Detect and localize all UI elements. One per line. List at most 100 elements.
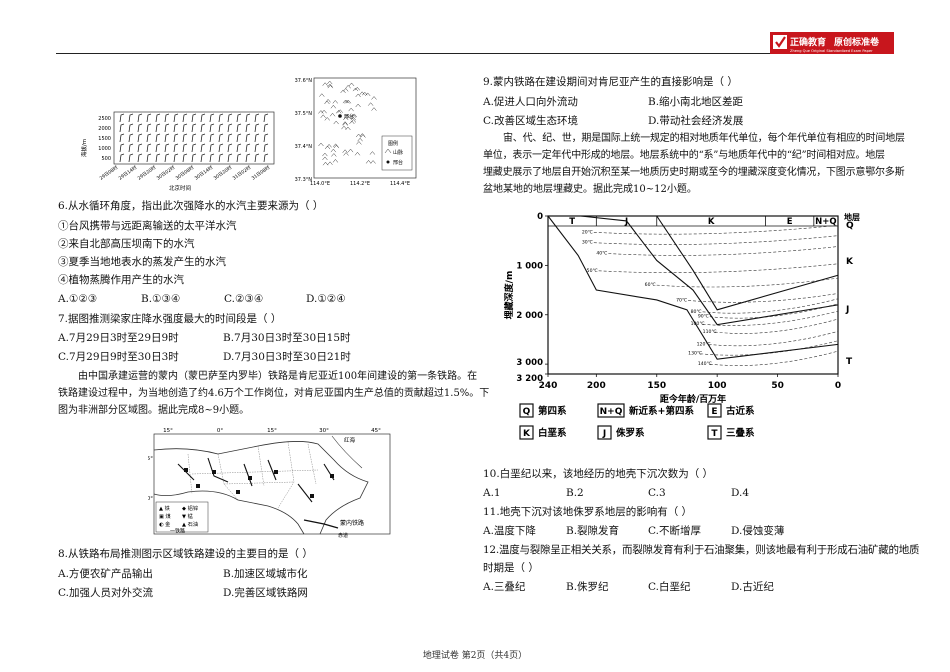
q11-option-d[interactable]: D.侵蚀变薄: [731, 525, 785, 537]
wind-barb: [191, 123, 197, 133]
wind-barb: [245, 123, 251, 133]
wind-barb: [164, 143, 170, 153]
isotherm-line: [656, 277, 839, 288]
q10-option-c[interactable]: C.3: [648, 487, 666, 499]
wind-x-tick: 29日14时: [117, 164, 138, 182]
passage2-line-2: 单位，表示一定年代中形成的地层。地层系统中的“系”与地质年代中的“纪”时间相对应…: [483, 150, 885, 161]
q7-option-a[interactable]: A.7月29日3时至29日9时: [58, 332, 179, 344]
africa-lat-tick: 15°: [148, 456, 153, 462]
city-legend-icon: [386, 160, 390, 164]
mountain-symbol: [319, 93, 325, 97]
map-lat-tick: 37.6°N: [295, 78, 313, 84]
q11-option-b[interactable]: B.裂隙发育: [566, 525, 620, 537]
railway-line: [297, 483, 313, 503]
wind-barb: [155, 133, 161, 143]
q9-option-b[interactable]: B.缩小南北地区差距: [648, 96, 744, 108]
africa-lon-tick: 45°: [371, 428, 381, 434]
q12-option-d[interactable]: D.古近纪: [731, 581, 774, 593]
q7-option-b[interactable]: B.7月30日3时至30日15时: [223, 332, 351, 344]
wind-x-label: 北京时间: [169, 184, 191, 192]
city-xingtai-label: 邢台: [344, 113, 354, 120]
isotherm-line: [709, 350, 839, 366]
wind-barb: [173, 153, 179, 163]
legend-swatch: [597, 403, 625, 418]
chart-x-label: 距今年龄/百万年: [660, 393, 726, 405]
q12-option-a[interactable]: A.三叠纪: [483, 581, 526, 593]
mineral-symbol: [310, 494, 314, 498]
mountain-symbol: [345, 84, 351, 89]
legend-iron: ▲ 铁: [159, 504, 170, 512]
q11-option-c[interactable]: C.不断增厚: [648, 525, 701, 537]
mountain-symbol: [355, 103, 361, 108]
legend-code: J: [602, 429, 606, 439]
mountain-symbol: [369, 151, 376, 155]
africa-coastline: [153, 441, 369, 535]
q8-option-b[interactable]: B.加速区域城市化: [223, 568, 308, 580]
q10-option-d[interactable]: D.4: [731, 487, 750, 499]
map-legend-title: 图例: [388, 140, 398, 147]
country-border: [187, 453, 193, 495]
passage1-line-2: 铁路建设过程中，为当地创造了约4.6万个工作岗位，对肯尼亚国内生产总值的贡献超过…: [58, 388, 490, 399]
wind-x-tick: 30日20时: [212, 164, 233, 182]
q6-option-c[interactable]: C.②③④: [224, 293, 264, 305]
wind-barb: [119, 113, 125, 123]
passage2-line-4: 盆地某地的地层埋藏史。据此完成10~12小题。: [483, 184, 697, 195]
q11-option-a[interactable]: A.温度下降: [483, 525, 536, 537]
map-lon-tick: 114.0°E: [310, 181, 330, 186]
isotherm-line: [709, 303, 839, 319]
q6-option-b[interactable]: B.①③④: [141, 293, 181, 305]
country-border: [223, 481, 295, 485]
mountain-symbol: [318, 110, 324, 114]
q9-option-c[interactable]: C.改善区域生态环境: [483, 115, 578, 127]
strata-title: 地层: [844, 212, 860, 222]
city-xingtai-marker: [338, 114, 342, 118]
mountain-symbol: [327, 84, 334, 89]
wind-barb: [128, 123, 134, 133]
equator-label: 赤道: [338, 532, 348, 539]
q6-option-a[interactable]: A.①②③: [58, 293, 98, 305]
wind-y-label: 海拔/m: [80, 139, 88, 157]
mountain-symbol: [342, 122, 349, 126]
mountain-symbol: [359, 133, 366, 137]
isotherm-line: [593, 235, 839, 245]
legend-code: T: [711, 429, 718, 439]
mountain-symbol: [331, 153, 337, 157]
x-tick-label: 240: [539, 381, 558, 391]
wind-barb: [209, 123, 215, 133]
q12-option-c[interactable]: C.白垩纪: [648, 581, 691, 593]
wind-x-tick: 29日20时: [136, 164, 157, 182]
period-label: J: [624, 217, 628, 227]
q8-option-a[interactable]: A.方便农矿产品输出: [58, 568, 153, 580]
mountain-symbol: [356, 141, 362, 145]
wind-barb: [254, 123, 260, 133]
wind-barb: [119, 123, 125, 133]
wind-barb: [182, 133, 188, 143]
q9-option-d[interactable]: D.带动社会经济发展: [648, 115, 744, 127]
mountain-symbol: [340, 89, 346, 94]
header-rule: [56, 53, 894, 54]
q10-option-b[interactable]: B.2: [566, 487, 584, 499]
q7-option-c[interactable]: C.7月29日9时至30日3时: [58, 351, 179, 363]
mountain-symbol: [348, 82, 355, 87]
isotherm-label: 20℃: [582, 229, 593, 235]
q8-option-d[interactable]: D.完善区域铁路网: [223, 587, 308, 599]
railway-line: [207, 457, 229, 483]
mountain-symbol: [342, 99, 349, 104]
railway-line: [267, 459, 277, 481]
q9-option-a[interactable]: A.促进人口向外流动: [483, 96, 578, 108]
wind-barb: [164, 113, 170, 123]
q6-item-2: ②来自北部高压坝南下的水汽: [58, 238, 195, 250]
q12-option-b[interactable]: B.侏罗纪: [566, 581, 609, 593]
legend-oil: ▲ 石油: [182, 520, 198, 528]
q10-option-a[interactable]: A.1: [483, 487, 501, 499]
period-label: E: [787, 217, 793, 227]
isotherm-line: [708, 331, 839, 347]
q6-option-d[interactable]: D.①②④: [306, 293, 346, 305]
q8-option-c[interactable]: C.加强人员对外交流: [58, 587, 153, 599]
country-border: [257, 445, 265, 487]
wind-barb: [164, 153, 170, 163]
q12-stem-line-1: 12.温度与裂隙呈正相关关系，而裂隙发育有利于石油聚集，则该地最有利于形成石油矿…: [483, 544, 920, 556]
mountain-symbol: [350, 119, 357, 123]
q7-option-d[interactable]: D.7月30日3时至30日21时: [223, 351, 351, 363]
wind-barb: [227, 143, 233, 153]
